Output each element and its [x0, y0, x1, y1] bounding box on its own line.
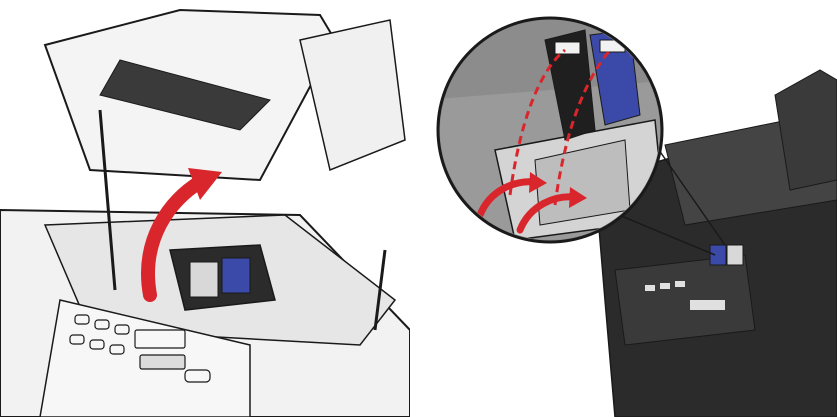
scanner-lid-underside [99, 59, 271, 131]
curved-arrow-icon [476, 172, 547, 219]
ink-cartridge-icon [726, 244, 744, 266]
printer-open-illustration [0, 8, 410, 417]
cartridge-latch-panel [425, 0, 837, 417]
control-panel-buttons [69, 314, 211, 383]
control-panel-buttons [645, 281, 725, 310]
lid-strut-right [373, 249, 387, 331]
magnifier-callout-icon [436, 16, 664, 244]
curved-arrow-icon [516, 187, 587, 234]
printer-small [594, 69, 837, 417]
lid-strut-left [98, 109, 117, 291]
curved-arrow-icon [141, 168, 222, 302]
cartridge-carrier [169, 244, 276, 311]
ink-cartridge-icon [221, 257, 251, 294]
printer-open-panel [0, 0, 410, 417]
paper-support [299, 19, 406, 172]
cartridge-latch-illustration [436, 16, 837, 417]
ink-cartridge-icon [709, 244, 727, 266]
ink-cartridge-icon [189, 261, 219, 298]
